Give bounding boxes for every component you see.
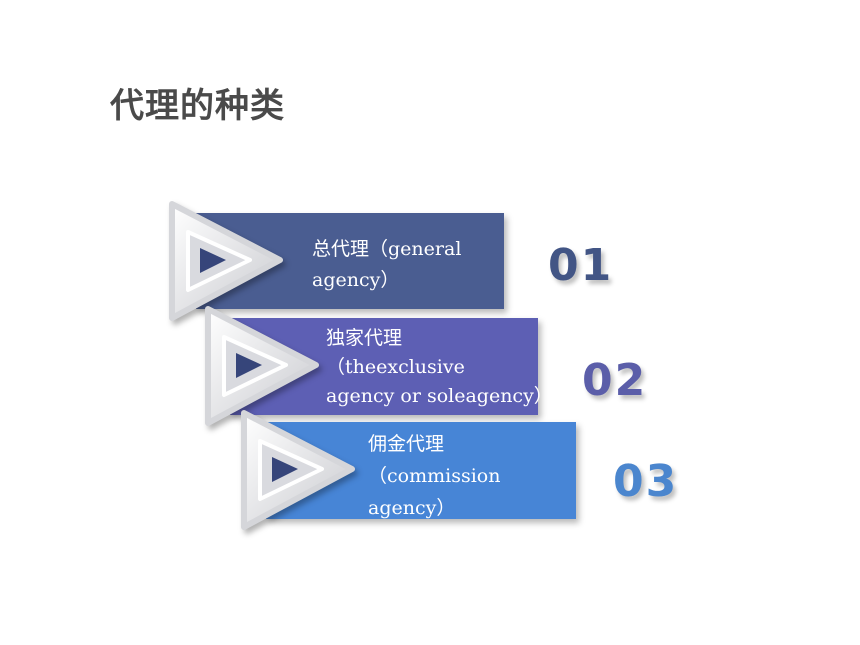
agency-item-2-text: 独家代理 （theexclusive agency or soleagency） [326,324,553,411]
agency-item-3-name: 佣金代理 [368,433,445,455]
agency-item-1-en-line2: agency） [312,269,400,291]
agency-item-1-text: 总代理（general agency） [312,234,461,296]
agency-item-2-en-line2: agency or soleagency） [326,385,553,407]
agency-item-1-en-line1: （general [369,238,462,260]
agency-item-1-name: 总代理 [312,238,370,260]
play-triangle-icon [241,410,355,530]
slide-title: 代理的种类 [110,86,285,126]
agency-item-3-text: 佣金代理 （commission agency） [368,428,500,524]
agency-item-3-number: 03 [613,456,679,507]
agency-item-2-number: 02 [582,355,648,406]
agency-item-2-en-line1: （theexclusive [326,356,465,378]
agency-item-1-number: 01 [548,240,614,291]
agency-item-2-name: 独家代理 [326,327,403,349]
play-triangle-icon [205,306,319,426]
play-triangle-icon [169,201,283,321]
agency-item-3-en-line1: （commission [368,465,501,487]
agency-item-3-en-line2: agency） [368,497,456,519]
